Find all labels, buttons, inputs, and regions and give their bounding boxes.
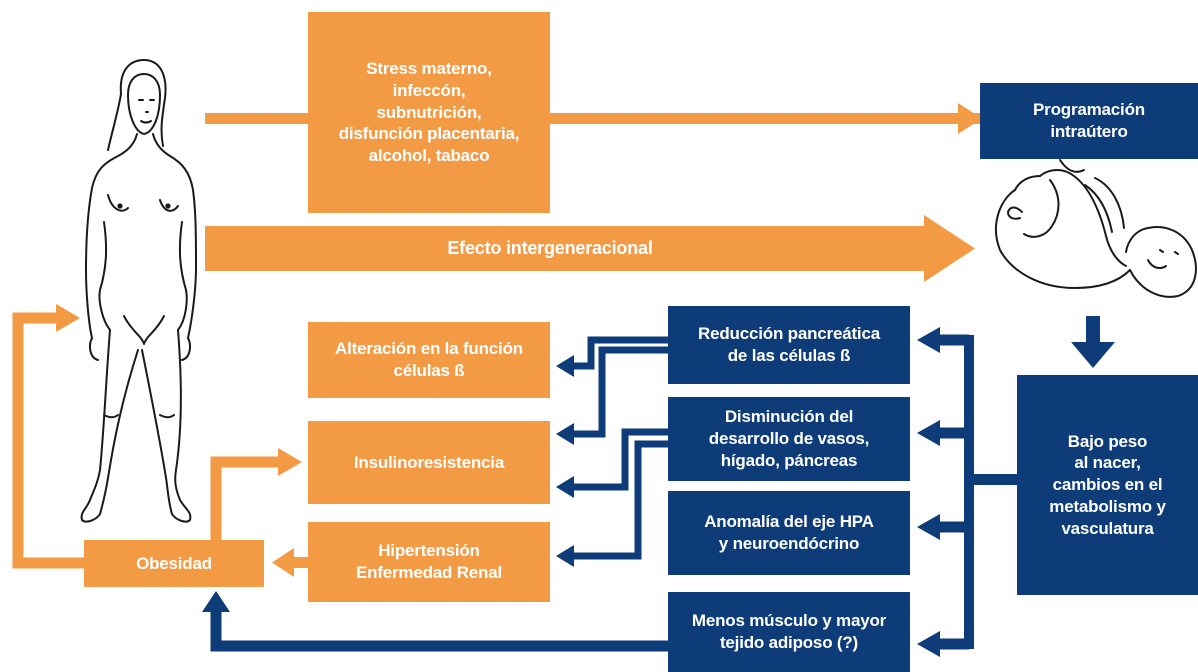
arrow-to-programacion <box>205 103 982 134</box>
anomalia-eje-box: Anomalía del eje HPA y neuroendócrino <box>668 491 910 575</box>
stress-materno-box: Stress materno, infeccón, subnutrición, … <box>308 12 550 213</box>
disminucion-to-insulino <box>556 428 668 498</box>
programacion-intrautero-box: Programación intraútero <box>980 83 1198 159</box>
arrow-hipertension-to-obesidad <box>272 548 308 577</box>
connector-bajo-bus <box>971 474 1017 485</box>
hipertension-box: Hipertensión Enfermedad Renal <box>308 522 550 602</box>
reduccion-pancreatica-box: Reducción pancreática de las células ß <box>668 306 910 384</box>
efecto-intergeneracional-arrow: Efecto intergeneracional <box>205 226 925 271</box>
reduccion-to-insulino <box>556 346 668 445</box>
bus-to-anomalia <box>917 514 969 540</box>
obesidad-box: Obesidad <box>84 540 264 587</box>
menos-musculo-box: Menos músculo y mayor tejido adiposo (?) <box>668 592 910 672</box>
insulinoresistencia-box: Insulinoresistencia <box>308 421 550 504</box>
disminucion-to-hipertension <box>556 440 668 567</box>
arrow-obesidad-to-woman <box>12 304 84 569</box>
arrow-fetus-to-bajo-peso <box>1071 316 1115 368</box>
alteracion-funcion-box: Alteración en la función células ß <box>308 322 550 398</box>
bajo-peso-box: Bajo peso al nacer, cambios en el metabo… <box>1017 375 1198 595</box>
arrow-obesidad-to-insulino <box>210 448 302 540</box>
reduccion-to-alteracion <box>556 336 668 377</box>
menos-to-obesidad <box>202 591 668 652</box>
bus-to-menos <box>917 631 969 657</box>
connector-bus <box>964 335 974 649</box>
disminucion-desarrollo-box: Disminución del desarrollo de vasos, híg… <box>668 397 910 481</box>
bus-to-disminucion <box>917 420 969 446</box>
bus-to-reduccion <box>917 327 969 353</box>
